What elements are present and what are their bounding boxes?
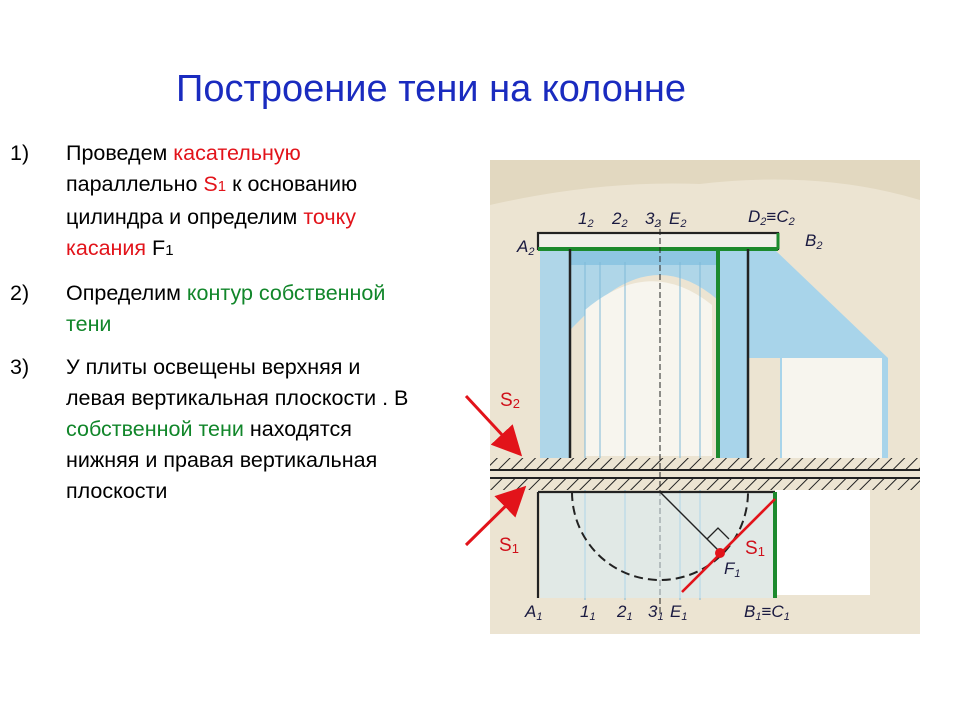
- slab-shadow-on-column: [540, 250, 748, 458]
- label-f-1: F1: [724, 559, 741, 580]
- step-1: 1) Проведем касательную параллельно S1 к…: [10, 138, 420, 266]
- highlight-tangent-point: точку касания: [66, 205, 357, 260]
- step-text: Определим контур собственной тени: [66, 281, 386, 336]
- column-lit-area: [585, 281, 712, 456]
- column-own-shadow: [718, 250, 748, 458]
- step-number: 2): [10, 281, 30, 305]
- label-1-1: 11: [580, 602, 596, 623]
- slab-shadow-band: [570, 250, 748, 265]
- s1-arrow: [464, 485, 527, 547]
- s1-left-label: S1: [499, 535, 519, 556]
- label-d2-c2: D2≡C2: [748, 207, 795, 228]
- step-2: 2) Определим контур собственной тени: [10, 278, 420, 340]
- top-labels: 12 22 32 E2 D2≡C2 A2 B2: [516, 207, 822, 258]
- tangent-point-f1: [715, 548, 725, 558]
- highlight-s-sub: 1: [217, 178, 227, 195]
- label-b-2: B2: [805, 231, 822, 252]
- label-2-2: 22: [611, 209, 628, 230]
- s2-label: S2: [500, 390, 520, 411]
- highlight-tangent: касательную: [173, 141, 301, 165]
- step-text: Проведем касательную параллельно S1 к ос…: [66, 141, 358, 260]
- step-number: 3): [10, 355, 30, 379]
- step-text: У плиты освещены верхняя и левая вертика…: [66, 355, 409, 503]
- s2-arrow: [464, 394, 523, 457]
- slide-title: Построение тени на колонне: [176, 68, 686, 110]
- steps-list: 1) Проведем касательную параллельно S1 к…: [10, 138, 420, 519]
- highlight-s: S: [203, 172, 218, 196]
- step-3: 3) У плиты освещены верхняя и левая верт…: [10, 352, 420, 507]
- paper-shading: [490, 160, 920, 205]
- label-2-1: 21: [616, 602, 633, 623]
- label-a-2: A2: [516, 237, 534, 258]
- highlight-contour: контур собственной тени: [66, 281, 386, 336]
- label-a-1: A1: [524, 602, 542, 623]
- right-angle-mark: [706, 527, 730, 540]
- slab: [536, 231, 780, 251]
- label-e-2: E2: [669, 209, 686, 230]
- label-1-2: 12: [578, 209, 594, 230]
- bottom-labels: A1 11 21 31 E1 B1≡C1 F1: [524, 559, 790, 623]
- plan-hatching: [490, 478, 920, 490]
- wall-opening: [782, 358, 882, 458]
- highlight-own-shadow: собственной тени: [66, 417, 244, 441]
- ground-hatching: [490, 458, 920, 470]
- plan-shadow-area: [540, 492, 775, 598]
- tangent-line: [681, 498, 776, 593]
- label-e-1: E1: [670, 602, 687, 623]
- plan-white-block: [775, 490, 870, 595]
- label-3-2: 32: [645, 209, 661, 230]
- radius-line: [659, 491, 721, 553]
- label-b1-c1: B1≡C1: [744, 602, 790, 623]
- step-number: 1): [10, 141, 30, 165]
- label-3-1: 31: [648, 602, 664, 623]
- s1-right-label: S1: [745, 538, 765, 559]
